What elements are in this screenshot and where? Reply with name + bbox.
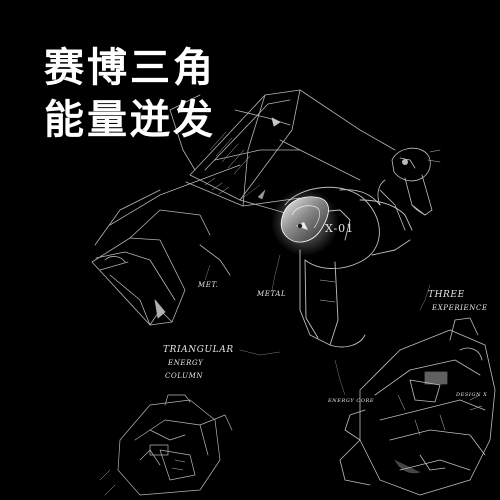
annotation-energy-core: ENERGY CORE	[328, 398, 375, 404]
annotation-design-x: DESIGN X	[456, 392, 488, 398]
triangular-column-sketch	[94, 89, 396, 246]
annotation-triangular: TRIANGULAR	[163, 345, 234, 355]
annotation-metal-center: METAL	[257, 290, 287, 298]
model-label: X-01	[325, 222, 355, 235]
headline-line-2: 能量迸发	[44, 97, 216, 143]
annotation-column: COLUMN	[165, 372, 204, 380]
mech-left-sketch	[99, 394, 233, 496]
annotation-energy: ENERGY	[168, 359, 204, 367]
small-earbud-sketch	[377, 147, 441, 231]
headline-line-1: 赛博三角	[44, 45, 216, 91]
annotation-experience: EXPERIENCE	[432, 304, 488, 312]
connector-strokes	[204, 184, 431, 396]
annotation-metal-left: MET.	[198, 281, 219, 289]
earbud-main-sketch	[284, 186, 413, 348]
mech-right-sketch	[339, 317, 496, 496]
earbud-render	[271, 188, 339, 256]
left-stem-sketch	[91, 209, 231, 326]
annotation-three: THREE	[428, 290, 465, 300]
